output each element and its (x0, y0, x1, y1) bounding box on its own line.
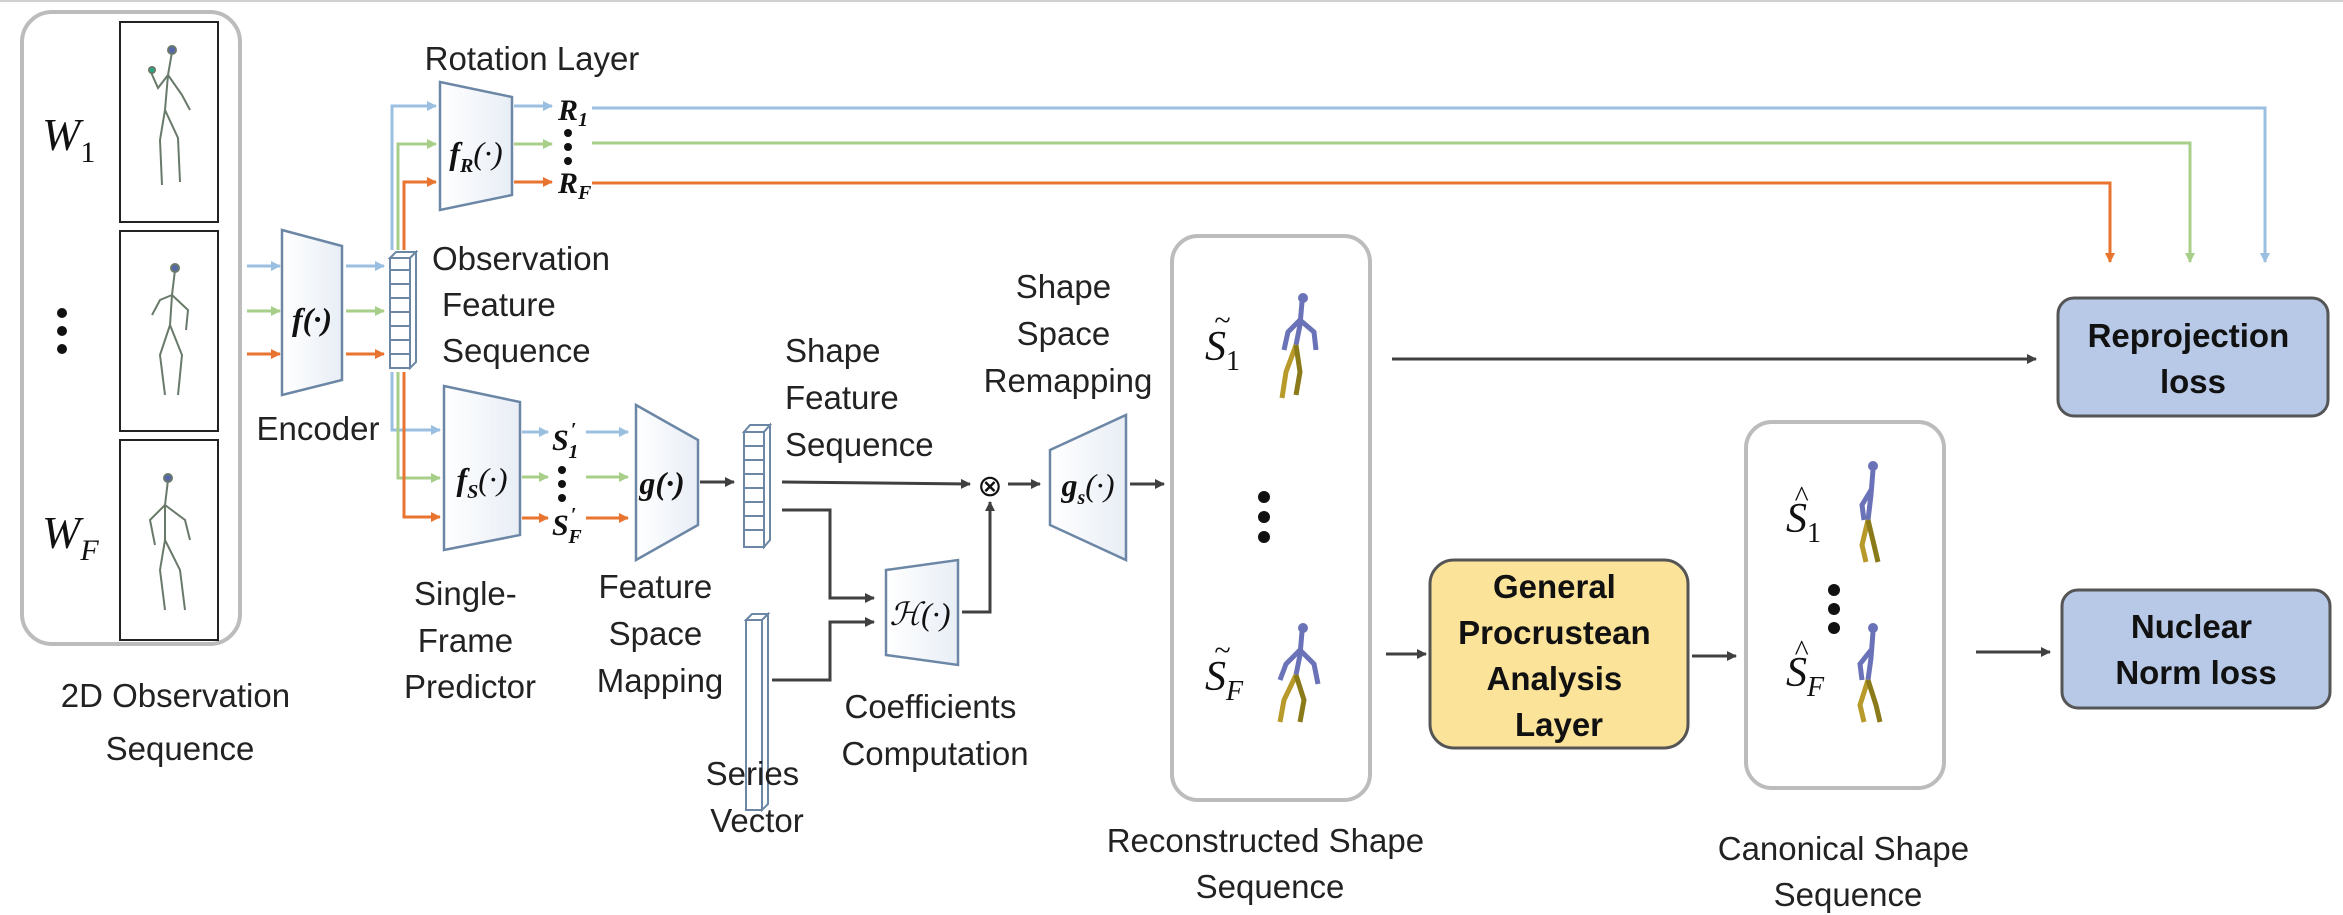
coefficients-label: Coefficients Computation (841, 688, 1028, 772)
canonical-shape-panel: S1 ^ SF ^ (1744, 420, 1946, 790)
s-prime-to-g-arrows (586, 427, 629, 523)
svg-text:General Procrustean: General Procrustean Analysis Layer (1458, 568, 1660, 743)
series-vector (743, 611, 771, 813)
feature-to-rotation-arrows (390, 101, 437, 250)
input-dots (57, 308, 67, 354)
canonical-dots (1828, 584, 1840, 634)
input-to-encoder-arrows (247, 261, 281, 359)
h-fn: ℋ(·) (890, 596, 951, 632)
frame-first (119, 21, 219, 223)
encoder-block: f(·) (280, 228, 344, 397)
shape-feature-label: Shape Feature Sequence (785, 332, 934, 463)
rotation-fn: fR(·) (449, 135, 502, 177)
skeleton-2d-middle (151, 263, 190, 396)
predictor-out-arrows (522, 427, 549, 523)
skeleton-3d-last (1277, 623, 1321, 723)
r-last-label: RF (557, 167, 592, 204)
rotation-layer-label: Rotation Layer (425, 40, 640, 77)
r-first-label: R1 (557, 94, 588, 131)
feature-space-label: Feature Space Mapping (597, 568, 724, 699)
single-frame-block: fS(·) (442, 384, 522, 552)
remap-label: Shape Space Remapping (984, 268, 1153, 399)
s-hat-last-label: SF (1786, 650, 1825, 703)
svg-text:Reprojection loss: Reprojection loss (2088, 317, 2299, 400)
gs-fn: gs(·) (1060, 467, 1114, 509)
g-fn: g(·) (638, 465, 684, 501)
r-dots (564, 129, 572, 165)
otimes-symbol: ⊗ (977, 469, 1002, 504)
recon-dots (1258, 491, 1270, 543)
skeleton-canonical-first (1859, 461, 1881, 563)
reprojection-loss-box: Reprojection loss (2056, 296, 2330, 418)
obs-feature-label: Observation Feature Sequence (432, 240, 619, 369)
h-to-otimes-arrow (962, 501, 995, 614)
single-frame-fn: fS(·) (456, 461, 507, 503)
rotation-out-arrows (514, 101, 553, 187)
skeleton-3d-first (1279, 293, 1319, 399)
canonical-label: Canonical Shape Sequence (1718, 830, 1979, 913)
svg-text:Nuclear Norm loss: Nuclear Norm loss (2115, 608, 2276, 691)
skeleton-2d-first (148, 45, 191, 186)
s-tilde-first-label: S1 (1205, 324, 1240, 377)
rotation-to-loss-lines (592, 106, 2270, 263)
skeleton-2d-last (148, 473, 191, 611)
series-vector-label: Series Vector (706, 755, 809, 839)
rotation-block: fR(·) (438, 80, 514, 212)
svg-text:~: ~ (1214, 634, 1230, 667)
encoder-fn: f(·) (292, 301, 332, 337)
coefficients-block: ℋ(·) (884, 558, 960, 667)
w-last-label: WF (42, 507, 99, 567)
s-prime-first-label: S′1 (552, 419, 578, 463)
encoder-label: Encoder (257, 410, 380, 447)
feature-mapping-block: g(·) (634, 402, 700, 563)
shape-remapping-block: gs(·) (1048, 413, 1128, 562)
series-to-h-arrow (772, 617, 875, 682)
observation-sequence-panel: W1 WF (20, 10, 242, 646)
skeleton-canonical-last (1857, 623, 1883, 723)
s-hat-first-label: S1 (1786, 496, 1821, 549)
svg-text:^: ^ (1794, 480, 1809, 513)
w-first-label: W1 (42, 109, 95, 169)
svg-text:^: ^ (1794, 634, 1809, 667)
input-caption: 2D Observation Sequence (61, 677, 299, 767)
encoder-to-feature-arrows (346, 261, 385, 359)
single-frame-label: Single- Frame Predictor (404, 575, 536, 705)
frame-last (119, 439, 219, 641)
nuclear-norm-loss-box: Nuclear Norm loss (2060, 588, 2332, 710)
shape-feature-stack (741, 422, 773, 550)
svg-text:~: ~ (1214, 304, 1230, 337)
shape-feature-to-h-arrow (782, 508, 875, 603)
s-prime-last-label: S′F (552, 504, 582, 548)
s-tilde-last-label: SF (1205, 654, 1244, 707)
reconstructed-shape-panel: S1 ~ SF ~ (1170, 234, 1372, 802)
s-prime-dots (558, 466, 566, 502)
feature-to-predictor-arrows (390, 372, 441, 522)
shape-feature-to-otimes-arrow (781, 478, 971, 489)
observation-feature-stack (387, 249, 419, 371)
gpa-layer-box: General Procrustean Analysis Layer (1428, 558, 1690, 750)
recon-label: Reconstructed Shape Sequence (1107, 822, 1434, 905)
